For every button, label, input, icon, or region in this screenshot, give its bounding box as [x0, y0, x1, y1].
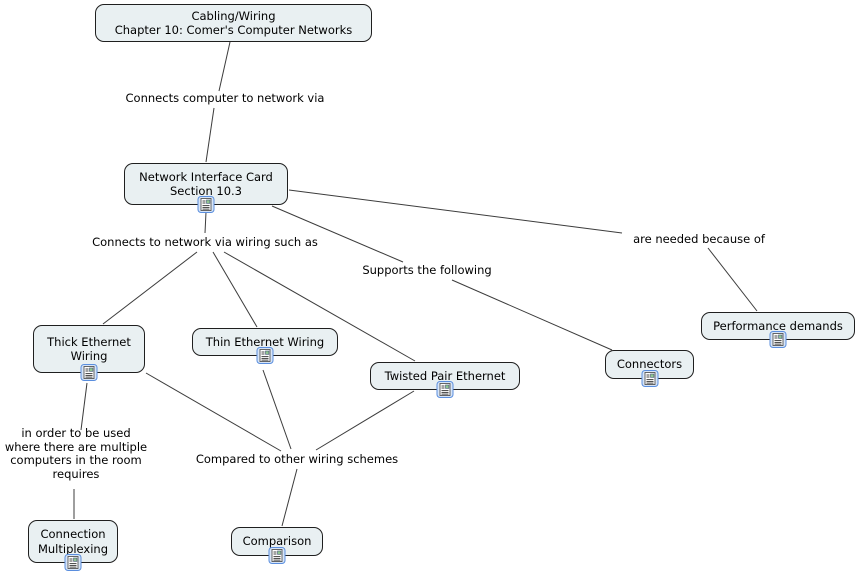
node-network-interface-card[interactable]: Network Interface Card Section 10.3 [124, 163, 288, 213]
node-thin-ethernet-wiring[interactable]: Thin Ethernet Wiring [192, 328, 338, 364]
node-label: Connectors [616, 357, 683, 372]
node-label: Network Interface Card Section 10.3 [139, 169, 273, 198]
node-thick-ethernet-wiring[interactable]: Thick Ethernet Wiring [33, 325, 145, 381]
edge-nic-to-supports [271, 205, 404, 263]
edge-needed-to-performance [707, 247, 758, 312]
node-performance-demands[interactable]: Performance demands [701, 312, 855, 348]
edge-twisted-to-compared [315, 390, 415, 451]
linking-phrase-supports[interactable]: Supports the following [362, 263, 492, 277]
resource-icon[interactable] [197, 196, 215, 213]
linking-phrase-wiring-such-as[interactable]: Connects to network via wiring such as [92, 235, 318, 249]
linking-phrase-compared[interactable]: Compared to other wiring schemes [195, 452, 399, 466]
node-label: Twisted Pair Ethernet [384, 368, 506, 383]
edge-label-to-thin [212, 251, 258, 328]
node-label: Thick Ethernet Wiring [47, 334, 131, 363]
linking-phrase-multiplex-reason[interactable]: in order to be used where there are mult… [4, 426, 148, 481]
edge-thick-to-compared [145, 372, 282, 452]
edge-thick-to-requires [80, 382, 88, 431]
resource-icon[interactable] [64, 554, 82, 571]
resource-icon[interactable] [256, 347, 274, 364]
node-cabling-wiring[interactable]: Cabling/Wiring Chapter 10: Comer's Compu… [95, 4, 372, 42]
resource-icon[interactable] [80, 364, 98, 381]
edge-cabling-to-label [218, 41, 231, 92]
edge-nic-to-label [204, 211, 207, 234]
node-connection-multiplexing[interactable]: Connection Multiplexing [28, 520, 118, 571]
edge-compared-to-comparison [281, 468, 298, 527]
node-connectors[interactable]: Connectors [605, 350, 694, 387]
node-twisted-pair-ethernet[interactable]: Twisted Pair Ethernet [370, 362, 520, 398]
node-label: Connection Multiplexing [37, 527, 109, 556]
edge-thin-to-compared [262, 369, 292, 450]
linking-phrase-connects-via[interactable]: Connects computer to network via [125, 91, 325, 105]
edge-label-to-thick [102, 251, 198, 325]
edge-label-to-nic [205, 107, 215, 163]
linking-phrase-needed-because[interactable]: are needed because of [633, 232, 765, 246]
node-label: Performance demands [713, 318, 843, 333]
node-comparison[interactable]: Comparison [231, 527, 323, 564]
edge-label-to-twisted [223, 251, 416, 362]
node-label: Comparison [242, 534, 312, 549]
resource-icon[interactable] [641, 370, 658, 387]
resource-icon[interactable] [436, 381, 454, 398]
resource-icon[interactable] [769, 331, 787, 348]
resource-icon[interactable] [268, 547, 286, 564]
node-label: Thin Ethernet Wiring [205, 334, 325, 349]
edge-nic-to-needed [288, 189, 623, 234]
edge-supports-to-connectors [451, 279, 613, 351]
